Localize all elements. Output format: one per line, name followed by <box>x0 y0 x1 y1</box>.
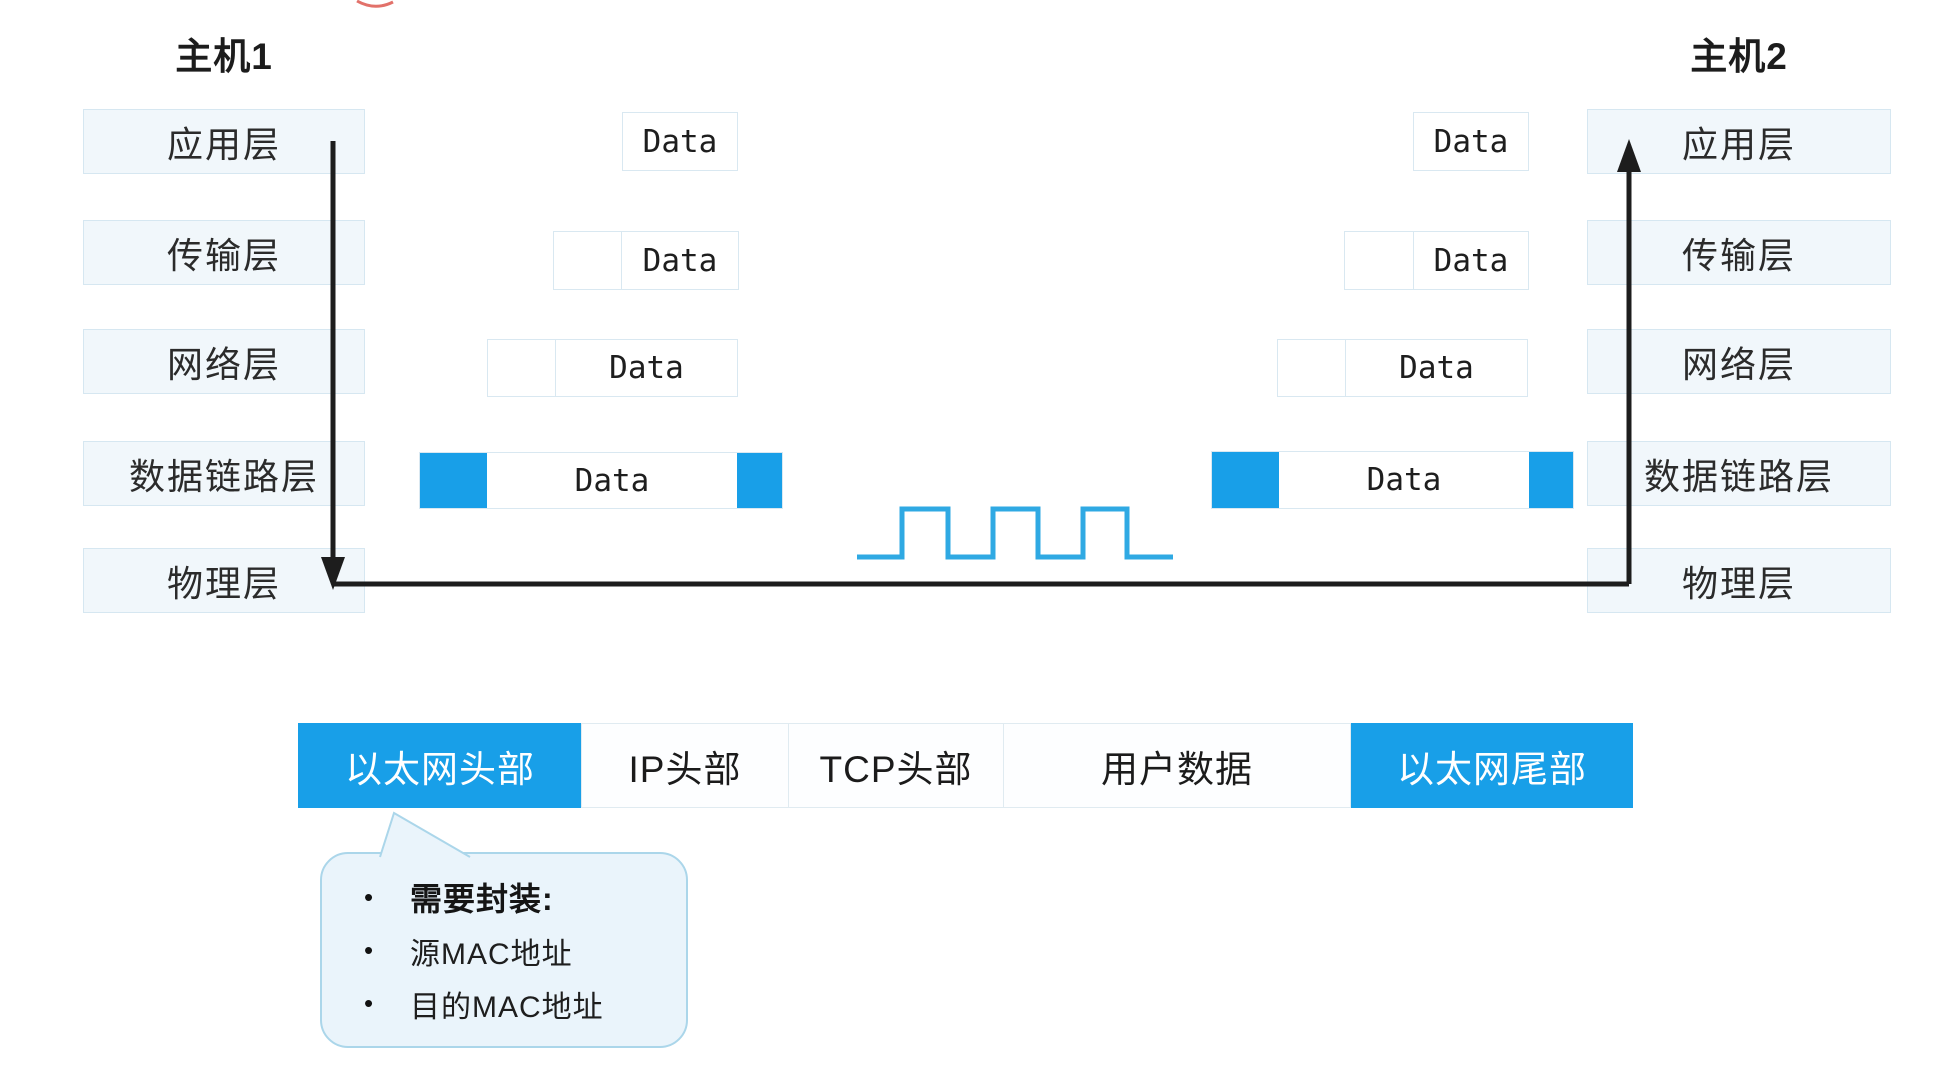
host1-network-data-label: Data <box>609 350 684 386</box>
host1-layer-transport: 传输层 <box>83 220 365 285</box>
host1-pdu-datalink: Data <box>419 452 783 509</box>
frame-ip-header: IP头部 <box>581 723 789 808</box>
callout-item-text: 需要封装: <box>410 881 554 918</box>
host2-pdu-transport: Data <box>1344 231 1529 290</box>
host2-network-data-label: Data <box>1399 350 1474 386</box>
host1-ip-header-cell <box>488 340 556 396</box>
host1-datalink-data-label: Data <box>574 462 650 499</box>
host2-ethernet-header-cell <box>1212 452 1279 508</box>
bullet-icon: • <box>364 881 374 912</box>
host1-layer-datalink: 数据链路层 <box>83 441 365 506</box>
host2-pdu-datalink: Data <box>1211 451 1574 509</box>
callout-item: • 源MAC地址 <box>350 929 660 973</box>
frame-ethernet-trailer: 以太网尾部 <box>1351 723 1633 808</box>
host1-pdu-transport: Data <box>553 231 739 290</box>
host2-layer-network: 网络层 <box>1587 329 1891 394</box>
host2-app-data-label: Data <box>1433 123 1509 160</box>
signal-wave-icon <box>857 506 1173 560</box>
host2-layer-datalink: 数据链路层 <box>1587 441 1891 506</box>
host1-ethernet-header-cell <box>420 453 487 508</box>
host2-layer-physical: 物理层 <box>1587 548 1891 613</box>
callout-item-text: 目的MAC地址 <box>410 990 604 1024</box>
frame-user-data: 用户数据 <box>1003 723 1351 808</box>
host1-layer-physical: 物理层 <box>83 548 365 613</box>
host1-transport-data-label: Data <box>642 242 718 279</box>
host1-pdu-network: Data <box>487 339 738 397</box>
host2-layer-application: 应用层 <box>1587 109 1891 174</box>
red-annotation-fragment <box>356 0 394 8</box>
ethernet-frame-row: 以太网头部 IP头部 TCP头部 用户数据 以太网尾部 <box>298 723 1633 808</box>
bullet-icon: • <box>364 988 374 1019</box>
host2-tcp-header-cell <box>1345 232 1414 289</box>
callout-tail-border <box>379 811 471 858</box>
host2-transport-data-label: Data <box>1433 242 1509 279</box>
host1-layer-network: 网络层 <box>83 329 365 394</box>
host1-layer-application: 应用层 <box>83 109 365 174</box>
callout-item-text: 源MAC地址 <box>410 937 573 971</box>
host2-ethernet-trailer-cell <box>1529 452 1573 508</box>
host2-pdu-application: Data <box>1413 112 1529 171</box>
frame-tcp-header: TCP头部 <box>788 723 1004 808</box>
frame-ethernet-header: 以太网头部 <box>298 723 582 808</box>
host1-title: 主机1 <box>175 36 273 77</box>
host1-ethernet-trailer-cell <box>737 453 782 508</box>
bullet-icon: • <box>364 935 374 966</box>
callout-item: • 目的MAC地址 <box>350 982 660 1026</box>
host2-title: 主机2 <box>1690 36 1788 77</box>
host1-pdu-application: Data <box>622 112 738 171</box>
host1-tcp-header-cell <box>554 232 622 289</box>
host2-datalink-data-label: Data <box>1366 462 1442 498</box>
host2-ip-header-cell <box>1278 340 1346 396</box>
host1-app-data-label: Data <box>642 123 718 160</box>
encapsulation-callout: • 需要封装: • 源MAC地址 • 目的MAC地址 <box>320 852 688 1048</box>
callout-item: • 需要封装: <box>350 874 660 920</box>
host2-layer-transport: 传输层 <box>1587 220 1891 285</box>
host2-pdu-network: Data <box>1277 339 1528 397</box>
